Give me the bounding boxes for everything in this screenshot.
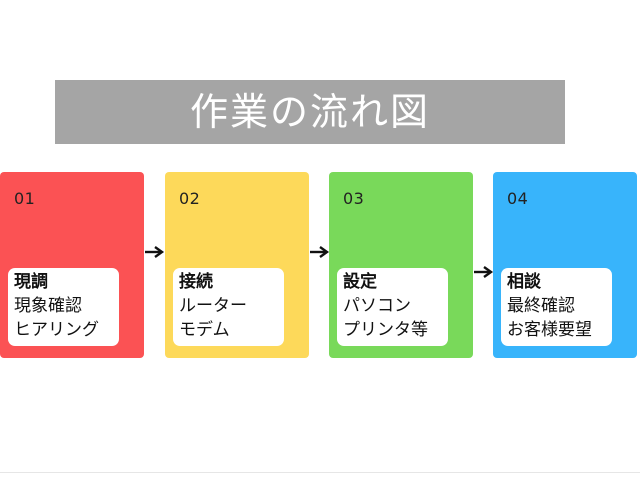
title-bar: 作業の流れ図: [55, 80, 565, 144]
step-line: ルーター: [179, 296, 247, 316]
step-heading: 現調: [14, 272, 48, 292]
step-line: パソコン: [343, 296, 411, 316]
step-heading: 設定: [343, 272, 377, 292]
step-card-1: 01 現調 現象確認 ヒアリング: [0, 172, 144, 358]
step-number: 02: [179, 189, 201, 208]
arrow-right-icon: [145, 246, 165, 258]
arrow-right-icon: [474, 266, 494, 278]
step-card-4: 04 相談 最終確認 お客様要望: [493, 172, 637, 358]
step-line: 現象確認: [14, 296, 82, 316]
step-card-2: 02 接続 ルーター モデム: [165, 172, 309, 358]
bottom-divider: [0, 472, 640, 473]
step-number: 04: [507, 189, 529, 208]
step-line: 最終確認: [507, 296, 575, 316]
step-text-box: 接続 ルーター モデム: [173, 268, 284, 346]
step-text-box: 相談 最終確認 お客様要望: [501, 268, 612, 346]
step-card-3: 03 設定 パソコン プリンタ等: [329, 172, 473, 358]
step-number: 01: [14, 189, 36, 208]
step-line: お客様要望: [507, 320, 592, 340]
step-heading: 接続: [179, 272, 213, 292]
diagram-title: 作業の流れ図: [189, 90, 430, 134]
step-heading: 相談: [507, 272, 541, 292]
step-line: ヒアリング: [14, 320, 99, 340]
step-line: プリンタ等: [343, 320, 428, 340]
arrow-right-icon: [310, 246, 330, 258]
step-text-box: 設定 パソコン プリンタ等: [337, 268, 448, 346]
step-line: モデム: [179, 320, 230, 340]
step-text-box: 現調 現象確認 ヒアリング: [8, 268, 119, 346]
step-number: 03: [343, 189, 365, 208]
